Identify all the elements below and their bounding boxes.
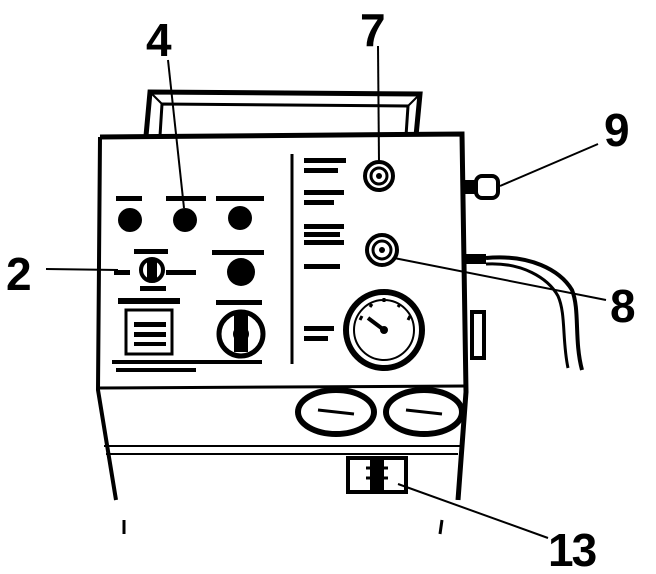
button-row [116,196,264,232]
hose [464,254,584,371]
quick-connect-fitting-8[interactable] [365,233,399,267]
quick-connect-fitting-7[interactable] [363,160,395,192]
leader-line-2 [45,268,119,271]
indicator-plate [112,298,262,372]
leader-line-9 [499,143,599,187]
button-label-3 [216,196,264,201]
callout-8: 8 [610,280,635,332]
button-label-2 [166,196,206,201]
leader-lines [45,45,607,539]
leader-line-8 [393,257,607,301]
side-fitting-9[interactable] [464,174,500,200]
button-label-1 [116,196,142,201]
callout-7: 7 [360,4,384,56]
leader-line-7 [377,45,380,163]
adjust-knob[interactable] [212,250,264,286]
leader-line-4 [167,59,185,209]
callout-4: 4 [146,14,172,66]
right-panel-labels [304,158,346,341]
leader-line-13 [397,483,549,539]
push-button-2[interactable] [173,208,197,232]
push-button-1[interactable] [118,208,142,232]
lower-gauge-left [295,387,377,437]
push-button-3[interactable] [228,206,252,230]
rotary-dial[interactable] [216,300,266,359]
callout-2: 2 [6,248,30,300]
callout-9: 9 [604,104,628,156]
carry-handle [143,89,423,137]
pressure-gauge [343,289,425,371]
lower-gauge-right [383,387,465,437]
callout-13: 13 [548,524,596,574]
bottom-valve[interactable] [346,456,408,494]
callouts: 2 4 7 8 9 13 [6,4,637,574]
selector-switch[interactable] [114,249,196,291]
